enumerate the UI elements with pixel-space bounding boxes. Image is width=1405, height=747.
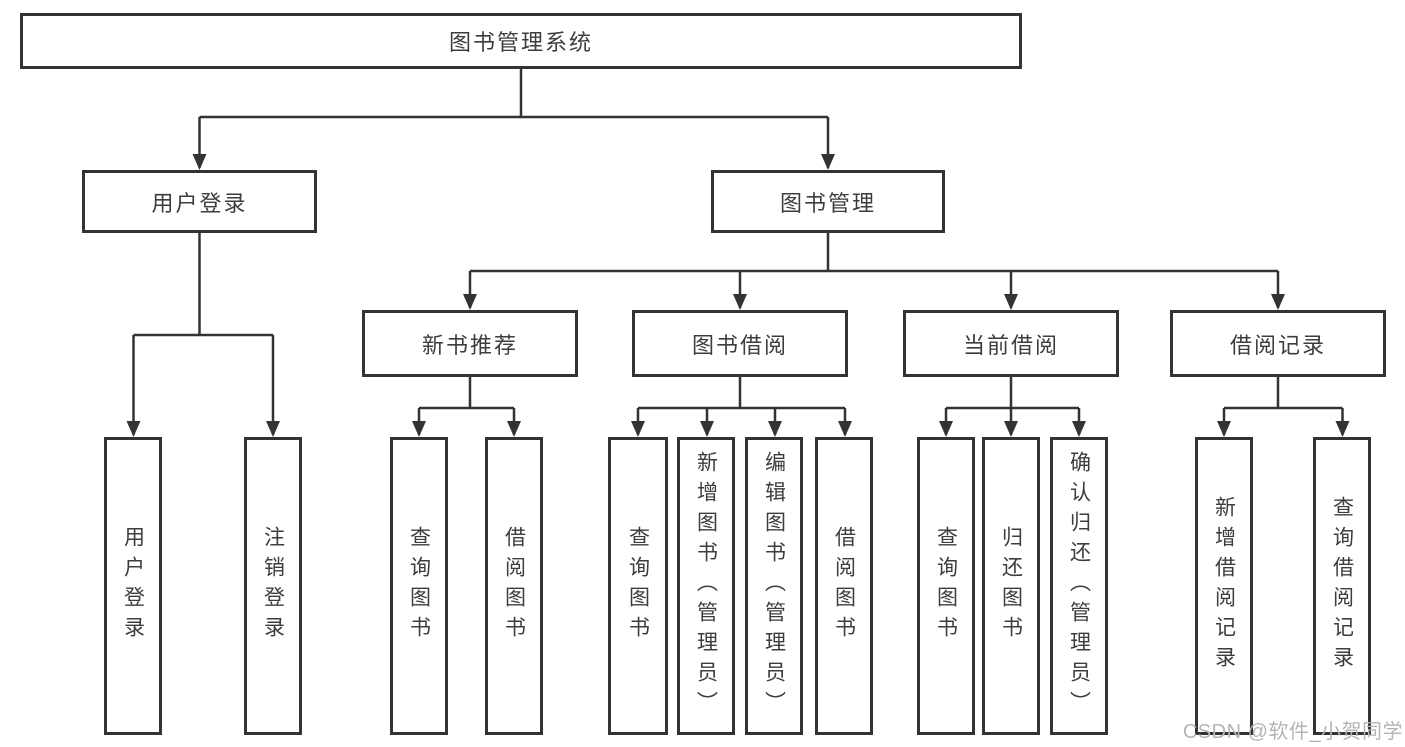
node-book-management-system: 图书管理系统 bbox=[20, 13, 1022, 69]
leaf-confirm-return-admin: 确认归还（管理员） bbox=[1050, 437, 1108, 735]
node-label: 图书管理 bbox=[779, 190, 876, 216]
node-label: 新书推荐 bbox=[421, 332, 518, 358]
node-book-borrowing: 图书借阅 bbox=[632, 310, 848, 377]
leaf-edit-book-admin: 编辑图书（管理员） bbox=[745, 437, 803, 735]
node-current-borrowing: 当前借阅 bbox=[903, 310, 1119, 377]
node-label: 图书借阅 bbox=[691, 332, 788, 358]
leaf-label: 确认归还（管理员） bbox=[1067, 451, 1091, 721]
leaf-label: 查询图书 bbox=[407, 526, 431, 646]
watermark-text: CSDN @软件_小贺同学 bbox=[1182, 721, 1403, 743]
leaf-label: 查询图书 bbox=[626, 526, 650, 646]
leaf-label: 编辑图书（管理员） bbox=[762, 451, 786, 721]
node-label: 图书管理系统 bbox=[448, 30, 593, 55]
leaf-label: 借阅图书 bbox=[502, 526, 526, 646]
leaf-borrow-books-recommend: 借阅图书 bbox=[485, 437, 543, 735]
leaf-label: 用户登录 bbox=[121, 526, 145, 646]
node-label: 用户登录 bbox=[151, 190, 248, 216]
leaf-label: 新增借阅记录 bbox=[1212, 496, 1236, 676]
leaf-query-borrow-record: 查询借阅记录 bbox=[1313, 437, 1371, 735]
leaf-label: 查询图书 bbox=[934, 526, 958, 646]
leaf-query-books-recommend: 查询图书 bbox=[390, 437, 448, 735]
leaf-query-books-borrowing: 查询图书 bbox=[608, 437, 668, 735]
leaf-query-books-current: 查询图书 bbox=[917, 437, 975, 735]
leaf-label: 归还图书 bbox=[999, 526, 1023, 646]
leaf-label: 查询借阅记录 bbox=[1330, 496, 1354, 676]
leaf-add-borrow-record: 新增借阅记录 bbox=[1195, 437, 1253, 735]
leaf-add-book-admin: 新增图书（管理员） bbox=[677, 437, 735, 735]
node-book-management: 图书管理 bbox=[711, 170, 945, 233]
leaf-return-books: 归还图书 bbox=[982, 437, 1040, 735]
leaf-label: 借阅图书 bbox=[832, 526, 856, 646]
node-new-book-recommendation: 新书推荐 bbox=[362, 310, 578, 377]
leaf-user-login: 用户登录 bbox=[104, 437, 162, 735]
node-label: 借阅记录 bbox=[1229, 332, 1326, 358]
leaf-borrow-books-borrowing: 借阅图书 bbox=[815, 437, 873, 735]
leaf-label: 新增图书（管理员） bbox=[694, 451, 718, 721]
leaf-label: 注销登录 bbox=[261, 526, 285, 646]
node-user-login: 用户登录 bbox=[82, 170, 317, 233]
node-borrowing-records: 借阅记录 bbox=[1170, 310, 1386, 377]
leaf-logout: 注销登录 bbox=[244, 437, 302, 735]
node-label: 当前借阅 bbox=[962, 332, 1059, 358]
